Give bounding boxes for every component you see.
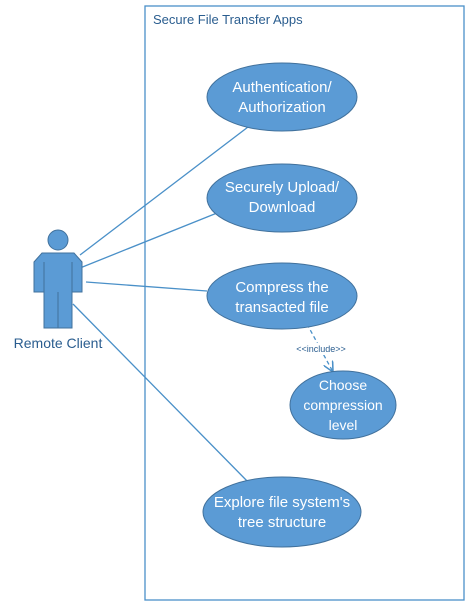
use-case-auth-line2: Authorization [238,99,326,116]
use-case-compress[interactable]: Compress the transacted file [206,262,358,330]
actor-remote-client [33,229,83,329]
association-auth [79,126,249,256]
use-case-explore-line2: tree structure [238,514,326,531]
use-case-auth-line1: Authentication/ [232,79,332,96]
association-explore [72,303,252,486]
actor-body [33,252,83,329]
use-case-choose-line1: Choose [319,377,367,393]
association-compress [85,281,208,292]
use-case-explore-line1: Explore file system's [214,494,350,511]
actor-head [47,229,69,251]
use-case-compress-line2: transacted file [235,299,328,316]
include-label-bg [290,343,352,355]
associations [72,126,252,486]
use-case-compress-line1: Compress the [235,279,328,296]
actor-label: Remote Client [14,335,103,351]
association-upload [79,210,223,269]
use-case-auth[interactable]: Authentication/ Authorization [206,62,358,132]
use-case-explore[interactable]: Explore file system's tree structure [202,476,362,548]
use-case-upload-line2: Download [249,199,316,216]
system-title: Secure File Transfer Apps [153,12,303,27]
include-label: <<include>> [296,344,346,354]
use-case-upload[interactable]: Securely Upload/ Download [206,163,358,233]
use-case-upload-line1: Securely Upload/ [225,179,340,196]
use-case-choose[interactable]: Choose compression level [289,370,397,440]
use-case-choose-line3: level [329,417,358,433]
system-boundary [144,5,465,601]
use-case-choose-line2: compression [303,397,382,413]
include-arrow [306,323,333,372]
